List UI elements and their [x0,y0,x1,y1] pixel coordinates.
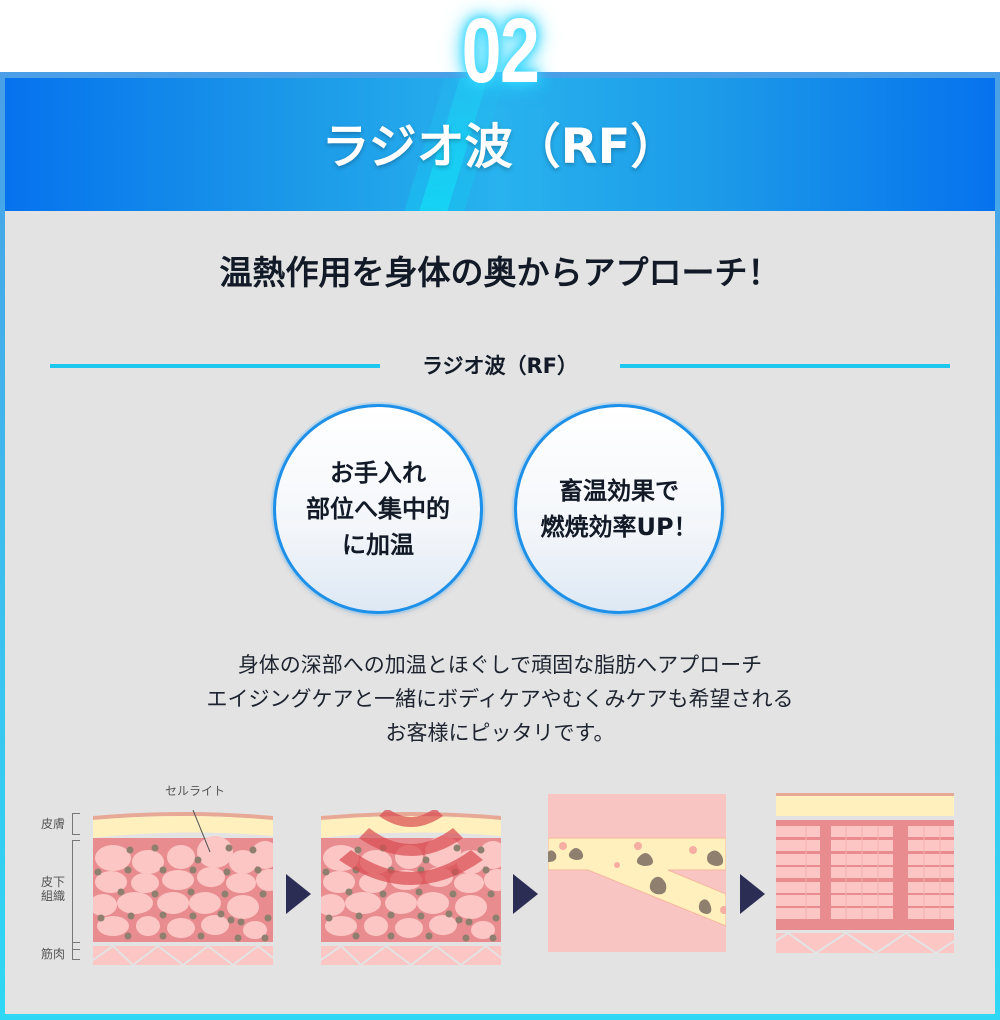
section-title: ラジオ波（RF） [321,119,679,175]
subcutaneous-bracket [72,840,80,950]
subheading-divider-right [620,364,950,368]
tissue-diagram: セルライト 皮膚 皮下 組織 筋肉 [0,780,1000,980]
description-line: 身体の深部への加温とほぐしで頑固な脂肪へアプローチ [237,653,763,677]
smoothed-tissue-illustration [776,793,954,955]
fat-breakdown-illustration [548,794,726,952]
muscle-bracket [72,942,80,960]
subheading-row: ラジオ波（RF） [50,348,950,384]
subheading-divider-left [50,364,380,368]
subcutaneous-label-1: 皮下 [41,875,66,889]
feature-badge-burn-efficiency: 畜温効果で 燃焼効率UP！ [514,404,724,614]
section-number: 02 [461,0,540,102]
description-line: エイジングケアと一緒にボディケアやむくみケアも希望される [206,687,794,711]
rf-heating-illustration [321,810,501,965]
subheading: ラジオ波（RF） [421,354,579,378]
feature-badge-text: お手入れ 部位へ集中的 に加温 [306,459,450,559]
header-band [5,78,995,211]
step-arrow-icon [740,874,765,914]
cellulite-tissue-illustration [93,810,273,965]
skin-bracket [72,813,80,835]
skin-label: 皮膚 [41,817,66,831]
muscle-label: 筋肉 [41,947,66,961]
headline: 温熱作用を身体の奥からアプローチ！ [219,253,781,292]
step-arrow-icon [513,874,538,914]
cellulite-callout-label: セルライト [165,784,226,798]
feature-badge-text: 畜温効果で 燃焼効率UP！ [540,477,698,541]
description: 身体の深部への加温とほぐしで頑固な脂肪へアプローチ エイジングケアと一緒にボディ… [0,648,1000,750]
description-line: お客様にピッタリです。 [385,721,615,745]
feature-badge-targeted-heating: お手入れ 部位へ集中的 に加温 [273,404,483,614]
step-arrow-icon [286,874,311,914]
subcutaneous-label-2: 組織 [41,889,66,903]
